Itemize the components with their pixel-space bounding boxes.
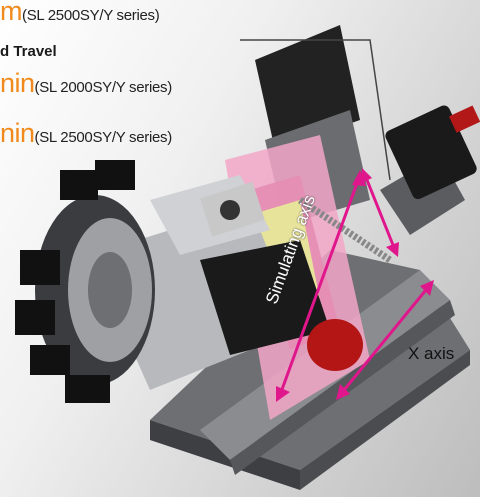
spec-line-1: m(SL 2500SY/Y series) [0, 0, 160, 26]
spec-note-2: (SL 2000SY/Y series) [34, 79, 173, 96]
spec-value-3: nin [0, 118, 35, 148]
spec-note-1: (SL 2500SY/Y series) [22, 7, 160, 24]
spec-note-3: (SL 2500SY/Y series) [34, 129, 173, 146]
spec-heading: d Travel [0, 43, 57, 60]
x-axis-label: X axis [408, 344, 455, 363]
spec-line-3: nin(SL 2500SY/Y series) [0, 120, 172, 147]
spec-line-2: nin(SL 2000SY/Y series) [0, 70, 172, 97]
spec-value-2: nin [0, 68, 35, 98]
spec-value-1: m [0, 0, 23, 26]
